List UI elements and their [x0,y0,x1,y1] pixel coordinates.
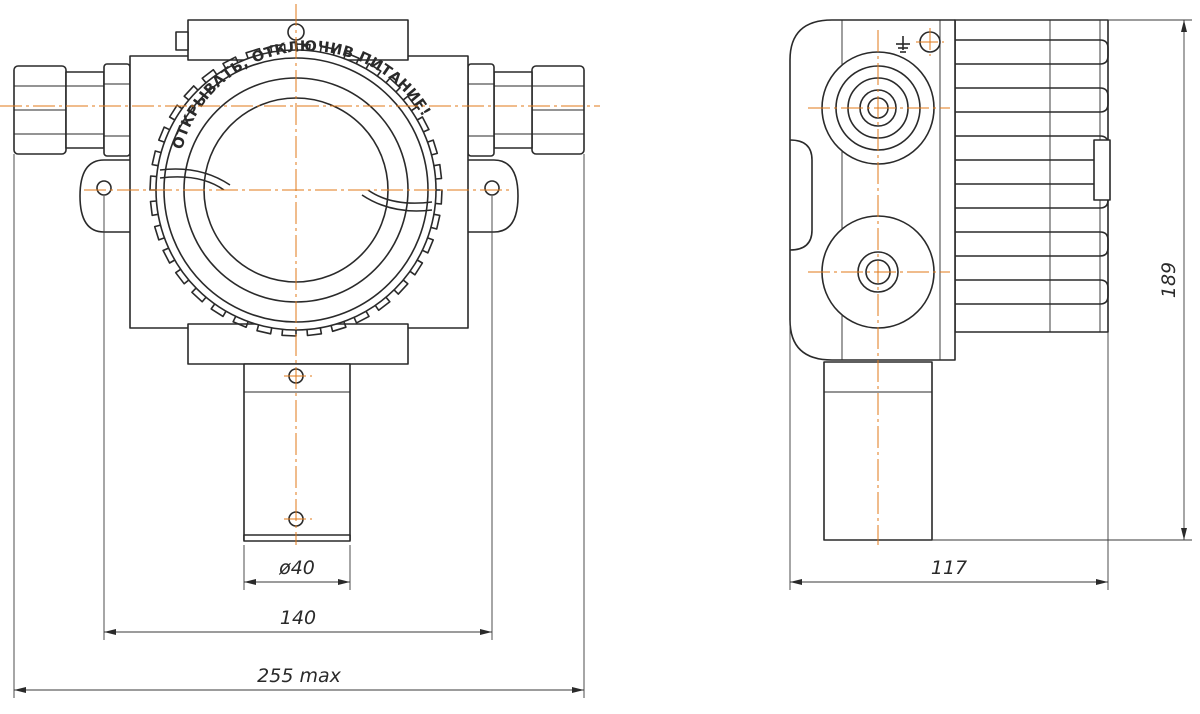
cover-grip-tooth [343,52,360,64]
cover-grip-tooth [232,316,249,328]
heat-sink-fins [954,19,1111,333]
dim-height: 189 [1158,262,1180,298]
cover-grip-tooth [191,287,207,303]
cover-grip-tooth [319,45,336,56]
cover-grip-tooth [183,85,199,101]
cover-grip-tooth [430,213,441,230]
cover-grip-tooth [374,296,391,312]
front-view: ОТКРЫВАТЬ, ОТКЛЮЧИВ ПИТАНИЕ! [0,4,600,545]
cover-grip-tooth [306,327,323,337]
dimension-lines [13,19,1192,698]
cover-grip-tooth [353,310,370,324]
right-cable-gland [467,63,585,157]
housing-cover [149,43,443,337]
right-mount-hole [484,180,500,196]
dim-mount-hole-spacing: 140 [280,607,316,629]
cover-grip-tooth [168,104,183,121]
left-mount-hole [96,180,112,196]
cover-grip-tooth [210,303,227,318]
ground-icon [896,36,910,53]
left-cable-gland [13,63,131,157]
dim-overall-width: 255 max [257,665,341,687]
dim-sensor-diameter: ø40 [278,557,315,579]
cover-grip-tooth [153,224,165,241]
sensor-head [243,363,351,541]
cover-grip-tooth [435,189,443,205]
cover-grip-tooth [151,150,162,167]
side-view [789,19,1111,545]
cover-grip-tooth [385,77,401,93]
cover-grip-tooth [149,200,159,217]
cover-grip-tooth [222,56,239,70]
cover-grip-tooth [256,324,273,335]
cover-grip-tooth [245,47,262,59]
dim-depth: 117 [931,557,967,579]
cover-grip-tooth [158,126,170,143]
cover-grip-tooth [281,329,297,337]
cover-grip-tooth [422,237,434,254]
cover-grip-tooth [427,139,439,156]
cover-grip-tooth [269,43,286,53]
cover-grip-tooth [201,68,218,84]
cover-grip-tooth [365,62,382,77]
cover-grip-tooth [174,268,190,285]
cover-grip-tooth [330,321,347,333]
cover-grip-tooth [402,95,418,112]
cover-grip-tooth [416,116,430,133]
cover-grip-tooth [162,247,176,264]
cover-grip-tooth [393,279,409,295]
cover-grip-tooth [433,163,443,180]
cover-grip-tooth [409,259,424,276]
